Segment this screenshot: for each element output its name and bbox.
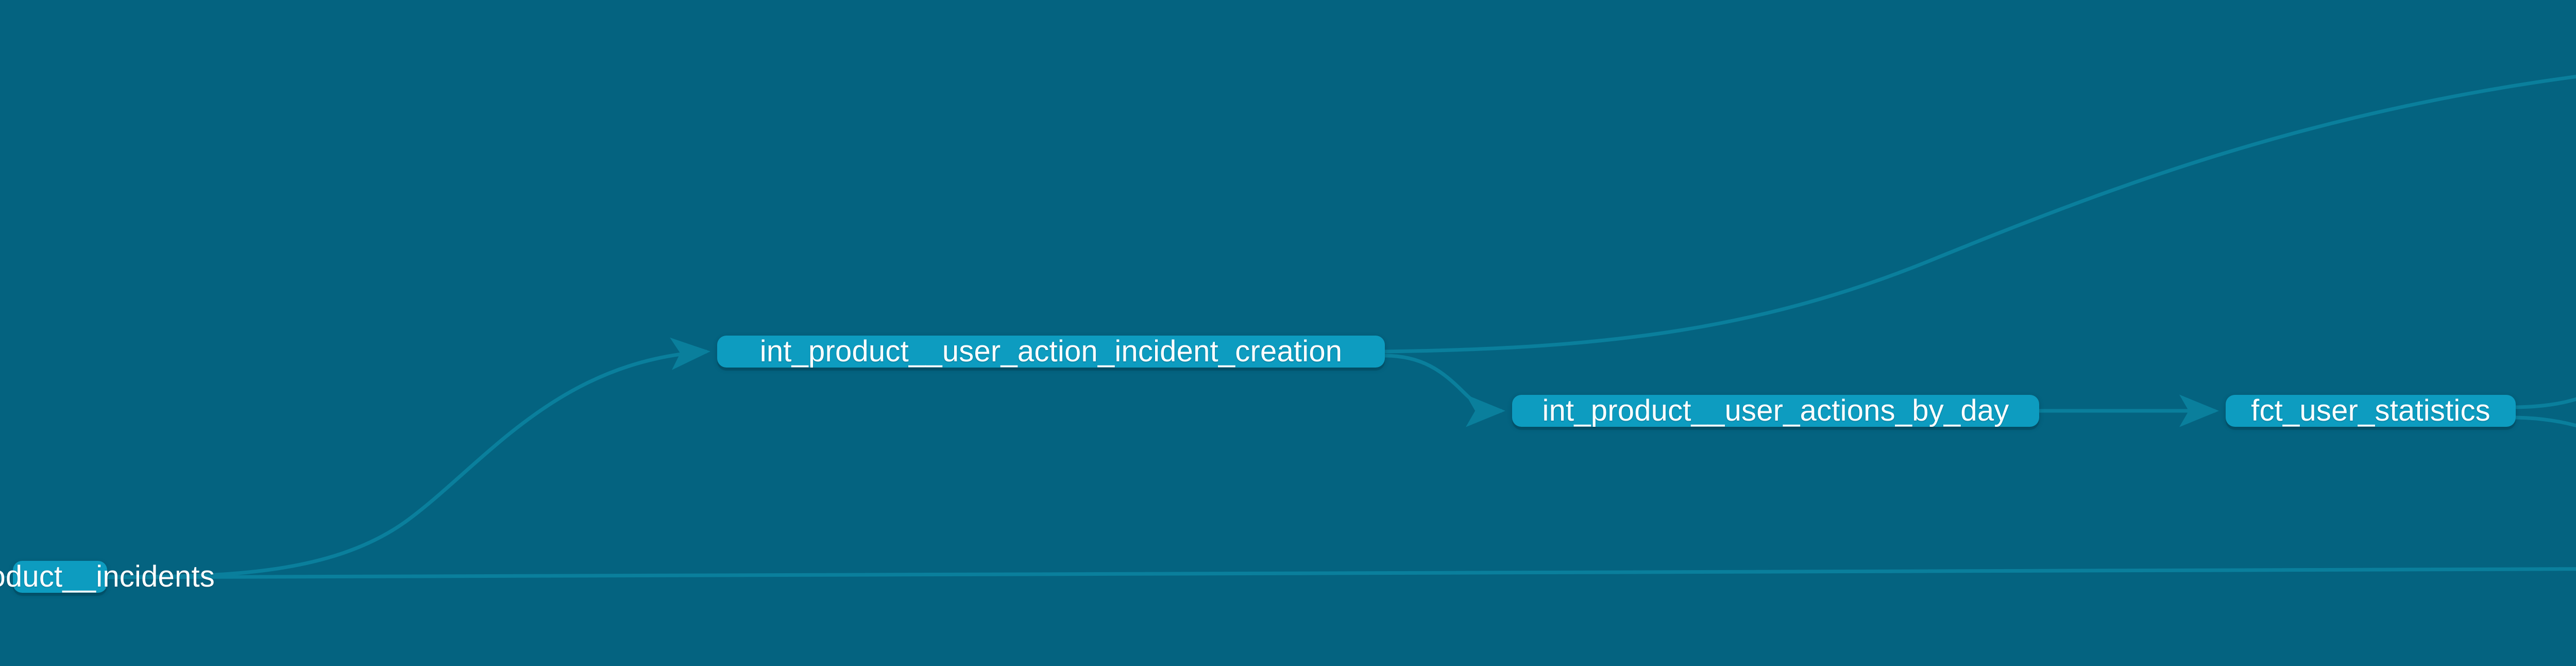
node-stg-product-incidents[interactable]: stg_product__incidents: [0, 561, 215, 593]
node-label-fct-user-statistics: fct_user_statistics: [2251, 394, 2490, 427]
node-label-stg-product-incidents: stg_product__incidents: [0, 560, 215, 593]
node-int-product-user-action-incident-creation[interactable]: int_product__user_action_incident_creati…: [717, 336, 1385, 368]
node-int-product-user-actions-by-day[interactable]: int_product__user_actions_by_day: [1512, 395, 2039, 427]
node-label-int-product-user-actions-by-day: int_product__user_actions_by_day: [1542, 394, 2009, 427]
node-fct-user-statistics[interactable]: fct_user_statistics: [2226, 395, 2516, 427]
node-label-int-product-user-action-incident-creation: int_product__user_action_incident_creati…: [759, 335, 1343, 368]
